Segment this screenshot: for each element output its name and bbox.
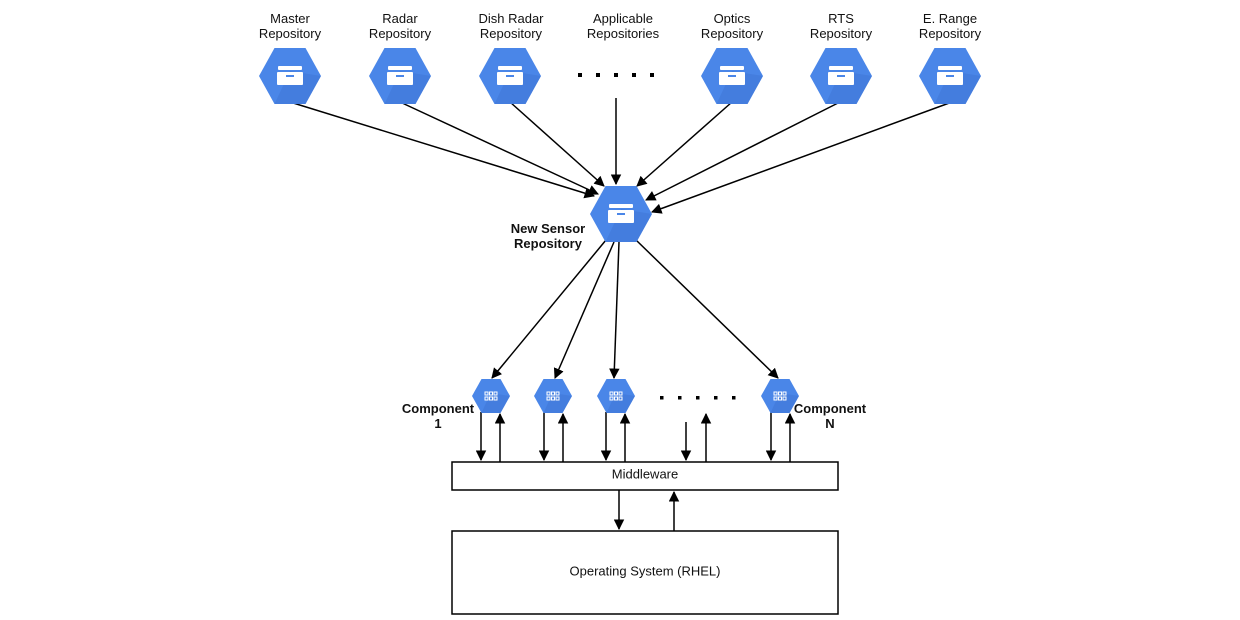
component-middleware-arrows bbox=[475, 412, 796, 462]
repo-label-line1: Dish Radar bbox=[478, 11, 544, 26]
storage-tray-icon bbox=[387, 66, 413, 85]
component-node-3 bbox=[597, 379, 635, 413]
repo-label-optics: Optics Repository bbox=[701, 11, 763, 41]
component-label-last: Component N bbox=[794, 401, 866, 431]
component-node-1 bbox=[472, 379, 510, 413]
repo-node-master bbox=[259, 48, 321, 104]
arrow-master-to-hub bbox=[289, 101, 596, 199]
repo-label-line1: Master bbox=[270, 11, 310, 26]
component-label-line1: Component bbox=[793, 401, 867, 416]
repo-node-dish-radar bbox=[479, 48, 541, 104]
arrow-hub-to-component-1 bbox=[491, 239, 607, 379]
middleware-label: Middleware bbox=[611, 466, 679, 482]
component-label-line2: N bbox=[825, 416, 835, 431]
component-label-first: Component 1 bbox=[402, 401, 474, 431]
arrow-radar-to-hub bbox=[399, 101, 599, 195]
repo-node-optics bbox=[701, 48, 763, 104]
repo-label-line2: Repositories bbox=[586, 26, 660, 41]
arrow-hub-to-component-n bbox=[635, 239, 779, 379]
storage-tray-icon bbox=[608, 204, 634, 223]
repo-label-line2: Repository bbox=[700, 26, 764, 41]
middleware-box bbox=[451, 461, 839, 491]
hub-label-line2: Repository bbox=[514, 236, 582, 251]
os-label: Operating System (RHEL) bbox=[569, 563, 721, 579]
component-label-line2: 1 bbox=[434, 416, 442, 431]
repo-node-radar bbox=[369, 48, 431, 104]
repo-label-master: Master Repository bbox=[259, 11, 321, 41]
repo-label-e-range: E. Range Repository bbox=[919, 11, 981, 41]
hub-label: New Sensor Repository bbox=[511, 221, 585, 251]
grid-apps-icon bbox=[484, 391, 498, 401]
repo-label-line2: Repository bbox=[918, 26, 982, 41]
arrow-dish-radar-to-hub bbox=[509, 101, 605, 187]
component-node-n bbox=[761, 379, 799, 413]
repo-label-rts: RTS Repository bbox=[810, 11, 872, 41]
repo-label-line2: Repository bbox=[368, 26, 432, 41]
repo-label-line2: Repository bbox=[258, 26, 322, 41]
arrow-optics-to-hub bbox=[636, 101, 733, 187]
repositories-ellipsis bbox=[578, 73, 654, 77]
repo-label-line1: Optics bbox=[713, 11, 751, 26]
repo-label-line1: Applicable bbox=[592, 11, 653, 26]
arrow-hub-to-component-3 bbox=[609, 241, 620, 380]
component-label-line1: Component bbox=[401, 401, 475, 416]
repo-label-dish-radar: Dish Radar Repository bbox=[478, 11, 543, 41]
storage-tray-icon bbox=[937, 66, 963, 85]
os-box bbox=[451, 530, 839, 615]
storage-tray-icon bbox=[719, 66, 745, 85]
arrow-hub-to-component-2 bbox=[553, 241, 615, 379]
repo-label-line2: Repository bbox=[479, 26, 543, 41]
arrow-rts-to-hub bbox=[645, 101, 841, 201]
component-node-2 bbox=[534, 379, 572, 413]
repo-label-line1: Radar bbox=[382, 11, 418, 26]
hub-node-new-sensor bbox=[590, 186, 652, 242]
arrow-erange-to-hub bbox=[651, 101, 953, 214]
middleware-os-arrows bbox=[613, 490, 680, 531]
grid-apps-icon bbox=[609, 391, 623, 401]
storage-tray-icon bbox=[277, 66, 303, 85]
components-ellipsis bbox=[660, 396, 736, 400]
hub-to-component-arrows bbox=[491, 239, 779, 380]
repo-label-applicable: Applicable Repositories bbox=[587, 11, 659, 41]
hub-label-line1: New Sensor bbox=[510, 221, 586, 236]
repo-label-radar: Radar Repository bbox=[369, 11, 431, 41]
repo-to-hub-arrows bbox=[289, 98, 953, 214]
grid-apps-icon bbox=[773, 391, 787, 401]
repo-node-rts bbox=[810, 48, 872, 104]
repo-node-e-range bbox=[919, 48, 981, 104]
repo-label-line2: Repository bbox=[809, 26, 873, 41]
grid-apps-icon bbox=[546, 391, 560, 401]
repo-label-line1: E. Range bbox=[922, 11, 978, 26]
repo-label-line1: RTS bbox=[828, 11, 854, 26]
storage-tray-icon bbox=[828, 66, 854, 85]
storage-tray-icon bbox=[497, 66, 523, 85]
